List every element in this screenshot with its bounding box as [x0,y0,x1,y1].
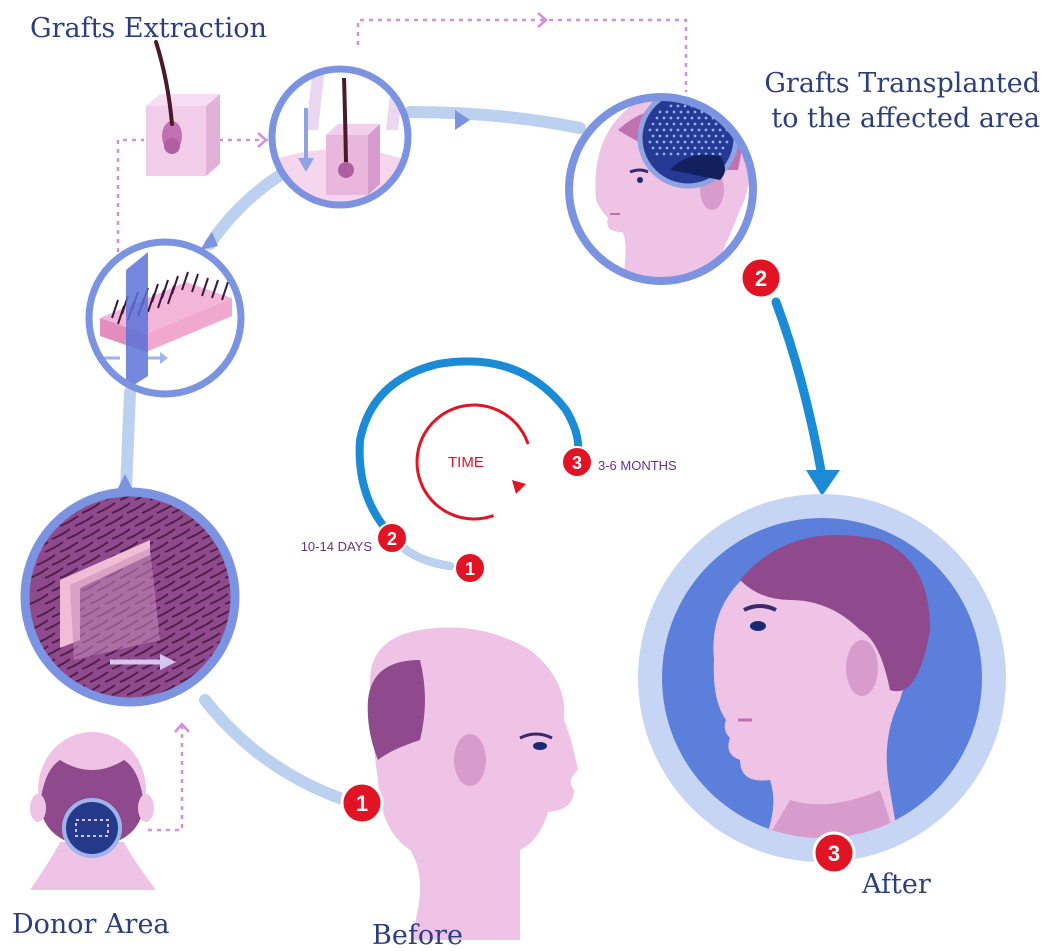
skin-closeup-circle [25,490,250,702]
extraction-circle [250,40,430,221]
before-head [368,628,578,941]
badge-after: 3 [814,833,854,873]
label-donor-area: Donor Area [12,909,170,940]
after-head-circle [638,494,1006,862]
badge-transplanted: 2 [741,258,781,298]
label-after: After [861,869,931,900]
label-grafts-extraction: Grafts Extraction [30,13,267,44]
timeline-step-1: 1 [455,553,485,583]
label-before: Before [372,920,463,951]
transplanted-head-circle [569,90,753,300]
donor-head-icon [30,732,156,890]
timeline-step-3-number: 3 [572,453,582,473]
badge-before: 1 [342,783,382,823]
badge-after-number: 3 [828,841,840,866]
follicle-box-icon [146,42,220,176]
label-grafts-transplanted-line1: Grafts Transplanted [764,68,1040,99]
timeline-step-1-number: 1 [465,559,475,579]
progress-arrow [776,302,840,496]
badge-transplanted-number: 2 [755,266,767,291]
strip-harvest-circle [89,242,241,394]
label-grafts-transplanted-line2: to the affected area [771,103,1040,134]
timeline-step-2-label: 10-14 DAYS [301,539,373,554]
timeline-center-label: TIME [448,454,484,471]
badge-before-number: 1 [356,791,368,816]
timeline-step-3-label: 3-6 MONTHS [598,458,677,473]
timeline-step-2: 2 10-14 DAYS [301,523,407,554]
timeline-step-2-number: 2 [387,529,397,549]
timeline-step-3: 3 3-6 MONTHS [562,447,677,477]
timeline-graphic: TIME 1 2 10-14 DAYS 3 3-6 MONTHS [301,361,677,583]
